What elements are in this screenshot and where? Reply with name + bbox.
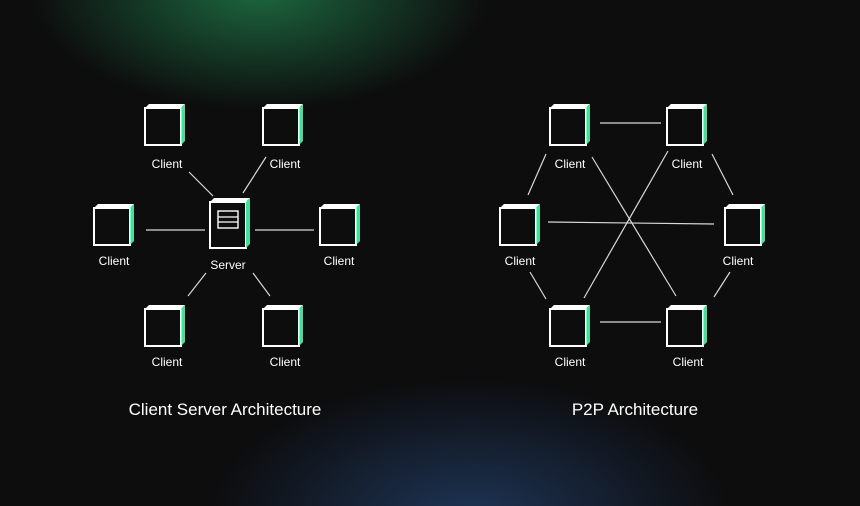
link-server-client-bottom-right <box>252 272 271 297</box>
peer-cube-icon <box>666 103 708 146</box>
peer-node-bottom-right: Client <box>666 304 708 369</box>
client-cube-icon <box>319 203 361 246</box>
peer-label: Client <box>555 355 586 369</box>
client-label: Client <box>152 157 183 171</box>
p2p-title: P2P Architecture <box>572 400 698 419</box>
peer-cube-icon <box>549 103 591 146</box>
link-p2p-bottom-right <box>713 271 731 298</box>
peer-label: Client <box>672 157 703 171</box>
client-cube-icon <box>262 304 304 347</box>
client-label: Client <box>324 254 355 268</box>
client-node-top-left: Client <box>144 103 186 171</box>
peer-cube-icon <box>499 203 541 246</box>
server-label: Server <box>210 258 245 272</box>
client-cube-icon <box>262 103 304 146</box>
client-node-left: Client <box>93 203 135 268</box>
client-cube-icon <box>93 203 135 246</box>
client-cube-icon <box>144 103 186 146</box>
peer-label: Client <box>673 355 704 369</box>
peer-cube-icon <box>549 304 591 347</box>
peer-node-right: Client <box>723 203 766 268</box>
client-label: Client <box>99 254 130 268</box>
peer-node-bottom-left: Client <box>549 304 591 369</box>
server-icon <box>209 198 250 249</box>
link-p2p-horizontal <box>547 221 715 225</box>
peer-label: Client <box>505 254 536 268</box>
client-node-right: Client <box>319 203 361 268</box>
client-server-title: Client Server Architecture <box>129 400 322 419</box>
link-server-client-top-left <box>188 171 214 197</box>
client-node-top-right: Client <box>262 103 304 171</box>
peer-label: Client <box>723 254 754 268</box>
link-p2p-diagonal-1 <box>591 156 677 297</box>
link-server-client-bottom-left <box>187 272 207 297</box>
client-server-connectors <box>146 156 314 297</box>
link-p2p-top-right <box>711 153 734 196</box>
client-label: Client <box>270 355 301 369</box>
link-server-client-top-right <box>242 156 267 194</box>
link-p2p-top-left <box>527 153 547 196</box>
client-node-bottom-right: Client <box>262 304 304 369</box>
peer-cube-icon <box>724 203 766 246</box>
link-p2p-diagonal-2 <box>583 150 669 299</box>
server-node: Server <box>209 198 250 272</box>
peer-node-left: Client <box>499 203 541 268</box>
p2p-connectors <box>527 122 734 323</box>
peer-cube-icon <box>666 304 708 347</box>
peer-node-top-right: Client <box>666 103 708 171</box>
client-cube-icon <box>144 304 186 347</box>
client-label: Client <box>270 157 301 171</box>
client-node-bottom-left: Client <box>144 304 186 369</box>
peer-node-top-left: Client <box>549 103 591 171</box>
client-label: Client <box>152 355 183 369</box>
peer-label: Client <box>555 157 586 171</box>
link-p2p-bottom-left <box>529 271 547 300</box>
